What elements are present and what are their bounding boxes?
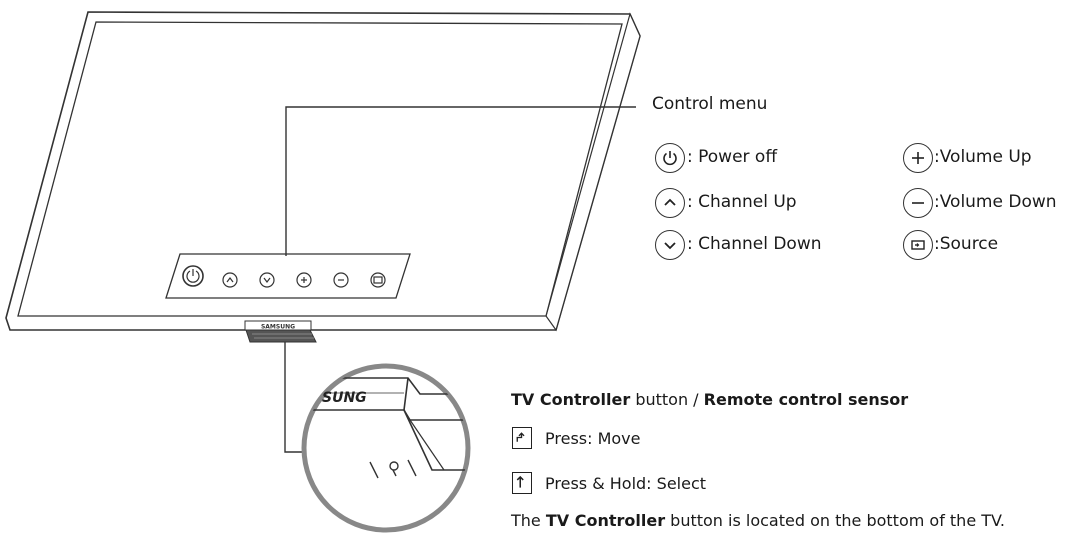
on-screen-control-panel [165, 253, 411, 299]
press-move-label: Press: Move [545, 429, 641, 448]
panel-plus-icon [296, 272, 312, 288]
source-icon [903, 230, 933, 260]
note-part-1: The [511, 511, 546, 530]
controller-heading: TV Controller button / Remote control se… [511, 390, 908, 409]
controller-heading-middle: button / [630, 390, 704, 409]
channel-down-label: : Channel Down [687, 234, 822, 254]
zoom-brand-label: SUNG [322, 390, 367, 406]
controller-heading-strong-1: TV Controller [511, 390, 631, 409]
tv-screen [17, 21, 623, 317]
panel-minus-icon [333, 272, 349, 288]
chevron-up-icon [655, 188, 685, 218]
brand-label: SAMSUNG [261, 324, 295, 331]
controller-note: The TV Controller button is located on t… [511, 511, 1005, 530]
note-part-2: TV Controller [545, 511, 666, 530]
note-part-3: button is located on the bottom of the T… [665, 511, 1005, 530]
panel-chevron-up-icon [222, 272, 238, 288]
control-menu-leader-line [285, 106, 636, 256]
control-menu-title: Control menu [652, 94, 768, 114]
press-hold-label: Press & Hold: Select [545, 474, 707, 493]
plus-icon [903, 143, 933, 173]
press-hold-select-icon [512, 472, 532, 494]
power-off-label: : Power off [687, 147, 778, 167]
power-icon [655, 143, 685, 173]
volume-up-label: :Volume Up [934, 147, 1032, 167]
zoom-circle [301, 363, 471, 533]
press-move-icon [512, 427, 532, 449]
channel-up-label: : Channel Up [687, 192, 797, 212]
panel-source-icon [370, 272, 386, 288]
minus-icon [903, 188, 933, 218]
panel-power-icon [182, 265, 204, 287]
source-label: :Source [934, 234, 999, 254]
volume-down-label: :Volume Down [934, 192, 1057, 212]
chevron-down-icon [655, 230, 685, 260]
panel-chevron-down-icon [259, 272, 275, 288]
controller-heading-strong-2: Remote control sensor [703, 390, 909, 409]
controller-sensor-area [245, 329, 317, 343]
tv-frame-edge [545, 12, 641, 332]
